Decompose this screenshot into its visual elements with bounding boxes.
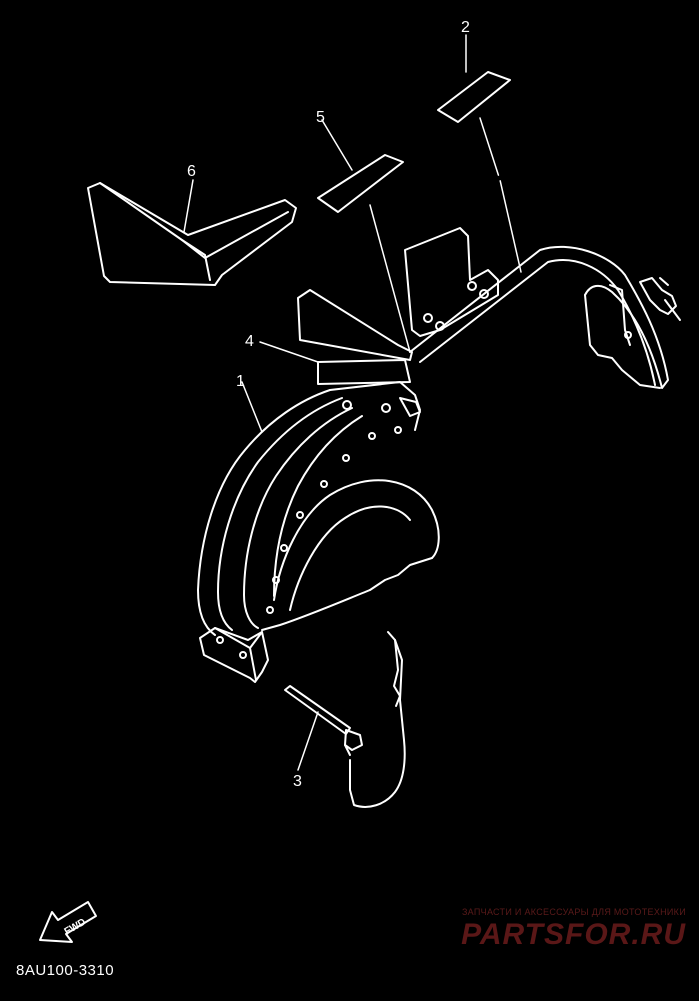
leader-3: [297, 711, 319, 771]
leader-5: [321, 119, 353, 171]
watermark-subtitle: ЗАПЧАСТИ И АКСЕССУАРЫ ДЛЯ МОТОТЕХНИКИ: [461, 907, 686, 917]
part-5-plate: [317, 154, 404, 213]
leader-2b: [479, 117, 522, 273]
leader-4: [259, 341, 319, 363]
leader-1: [241, 381, 263, 433]
part-3-mudflap: [284, 631, 406, 808]
callout-1: 1: [236, 373, 245, 390]
callout-5: 5: [316, 109, 325, 126]
fwd-arrow-icon: FWD: [39, 901, 97, 943]
part-2-plate: [437, 71, 511, 123]
part-1-fender: [197, 227, 681, 683]
watermark-brand: PARTSFOR.RU: [461, 918, 686, 951]
callout-4: 4: [245, 333, 254, 350]
leader-lines: [183, 34, 522, 771]
part-code: 8AU100-3310: [16, 962, 115, 979]
callout-3: 3: [293, 773, 302, 790]
part-4-plate: [317, 359, 411, 385]
leader-6: [183, 179, 194, 233]
callout-6: 6: [187, 163, 196, 180]
callout-2: 2: [461, 19, 470, 36]
part-6-v-guard: [87, 182, 297, 286]
leader-5b: [369, 204, 411, 353]
fwd-label: FWD: [63, 917, 88, 938]
